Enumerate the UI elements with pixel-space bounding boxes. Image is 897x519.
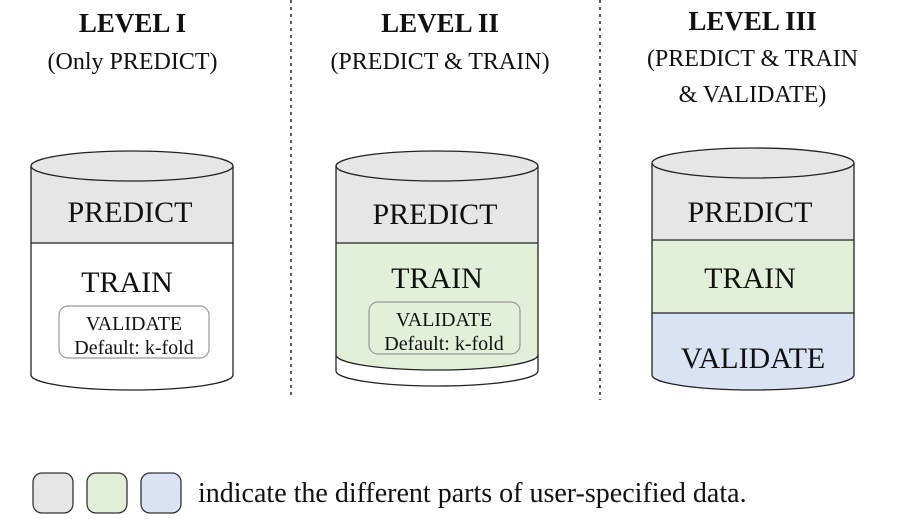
cylinder-2-train-label: TRAIN: [391, 262, 483, 295]
cylinder-2-top: [335, 150, 539, 182]
cylinder-2-validate-box: [368, 301, 521, 355]
cylinder-level-1: PREDICT TRAIN VALIDATE Default: k-fold: [30, 150, 234, 391]
cylinder-2-validate-default: Default: k-fold: [384, 333, 503, 355]
level-2-subtitle: (PREDICT & TRAIN): [330, 49, 550, 75]
cylinder-1-validate-label: VALIDATE: [86, 313, 182, 335]
cylinder-1-train-label: TRAIN: [81, 266, 173, 299]
cylinder-3-top: [651, 147, 855, 179]
cylinder-2-validate-label: VALIDATE: [396, 309, 492, 331]
cylinder-1-predict-label: PREDICT: [67, 196, 192, 229]
cylinder-3-train-label: TRAIN: [704, 262, 796, 295]
cylinder-1-validate-box: [58, 305, 210, 359]
level-3-title: LEVEL III: [688, 6, 817, 36]
cylinder-3-validate-section: [652, 313, 854, 390]
cylinder-1-top: [30, 150, 234, 182]
blue-swatch-icon: [140, 472, 182, 514]
cylinder-3-predict-section: [652, 163, 854, 240]
cylinder-3-predict-label: PREDICT: [687, 196, 812, 229]
cylinder-1-validate-default: Default: k-fold: [74, 337, 193, 359]
level-3-subtitle-line2: & VALIDATE): [678, 82, 827, 108]
cylinder-level-2: PREDICT TRAIN VALIDATE Default: k-fold: [335, 150, 539, 387]
cylinder-1-predict-section: [31, 166, 233, 243]
cylinder-3-train-section: [652, 240, 854, 313]
cylinder-3-validate-label: VALIDATE: [681, 342, 825, 375]
cylinder-level-3: PREDICT TRAIN VALIDATE: [651, 147, 855, 391]
green-swatch-icon: [86, 472, 128, 514]
level-2-title: LEVEL II: [381, 8, 499, 38]
cylinder-2-predict-label: PREDICT: [372, 198, 497, 231]
gray-swatch-icon: [32, 472, 74, 514]
level-1-title: LEVEL I: [78, 8, 187, 38]
level-1-subtitle: (Only PREDICT): [47, 49, 218, 75]
cylinder-2-predict-section: [336, 166, 538, 243]
level-3-subtitle-line1: (PREDICT & TRAIN: [646, 46, 859, 72]
legend-text: indicate the different parts of user-spe…: [198, 478, 747, 509]
